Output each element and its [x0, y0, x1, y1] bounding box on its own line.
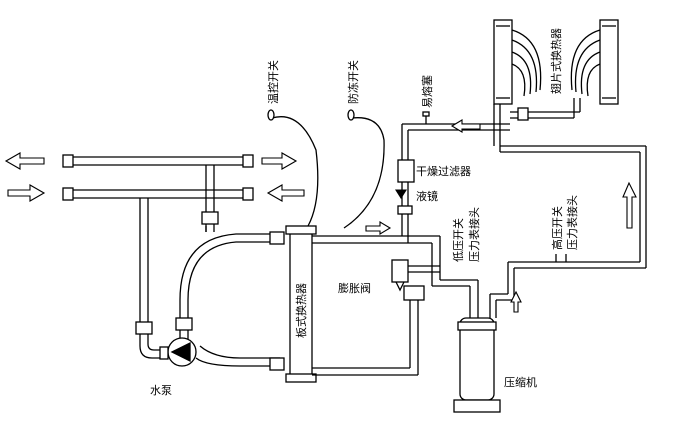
compressor-label: 压缩机	[504, 375, 537, 389]
discharge-line	[489, 104, 647, 318]
arrow-left-icon	[266, 184, 305, 202]
sight-glass-label: 液镜	[416, 189, 438, 203]
arrow-up-icon	[510, 290, 522, 313]
plate-heat-exchanger-body	[269, 225, 440, 383]
fin-heat-exchanger-label: 翅片式换热器	[549, 28, 563, 94]
pressure-gauge-joint-high-label: 压力表接头	[565, 195, 579, 250]
low-pressure-switch-label: 低压开关	[451, 218, 465, 262]
antifreeze-switch-label: 防冻开关	[346, 60, 360, 104]
arrow-down-icon	[395, 189, 407, 200]
arrow-left-icon	[4, 152, 45, 170]
suction-line	[431, 236, 479, 318]
high-pressure-switch-label: 高压开关	[550, 206, 564, 250]
plate-heat-exchanger-label: 板式换热器	[294, 283, 308, 338]
arrow-right-icon	[7, 184, 46, 202]
fusible-plug-label: 易熔塞	[420, 75, 434, 108]
labels: 温控开关 防冻开关 易熔塞 翅片式换热器 干燥过滤器 液镜 低压开关 压力表接头…	[150, 28, 579, 397]
water-pump-symbol	[159, 337, 197, 367]
dry-filter-label: 干燥过滤器	[416, 165, 471, 178]
thermostat-switch-label: 温控开关	[266, 60, 280, 104]
compressor-symbol	[453, 317, 501, 413]
capillary-lines	[267, 109, 385, 229]
flow-arrows	[4, 119, 637, 313]
arrow-left-icon	[450, 119, 481, 133]
water-pump-label: 水泵	[150, 384, 172, 397]
expansion-valve-symbol	[391, 259, 440, 292]
pressure-gauge-joint-low-label: 压力表接头	[467, 207, 481, 262]
water-pipes	[62, 154, 280, 367]
arrow-right-icon	[261, 152, 298, 170]
arrow-right-icon	[365, 221, 392, 235]
fin-heat-exchanger-symbol	[493, 19, 619, 121]
expansion-valve-label: 膨胀阀	[338, 281, 371, 295]
arrow-up-icon	[622, 181, 637, 229]
